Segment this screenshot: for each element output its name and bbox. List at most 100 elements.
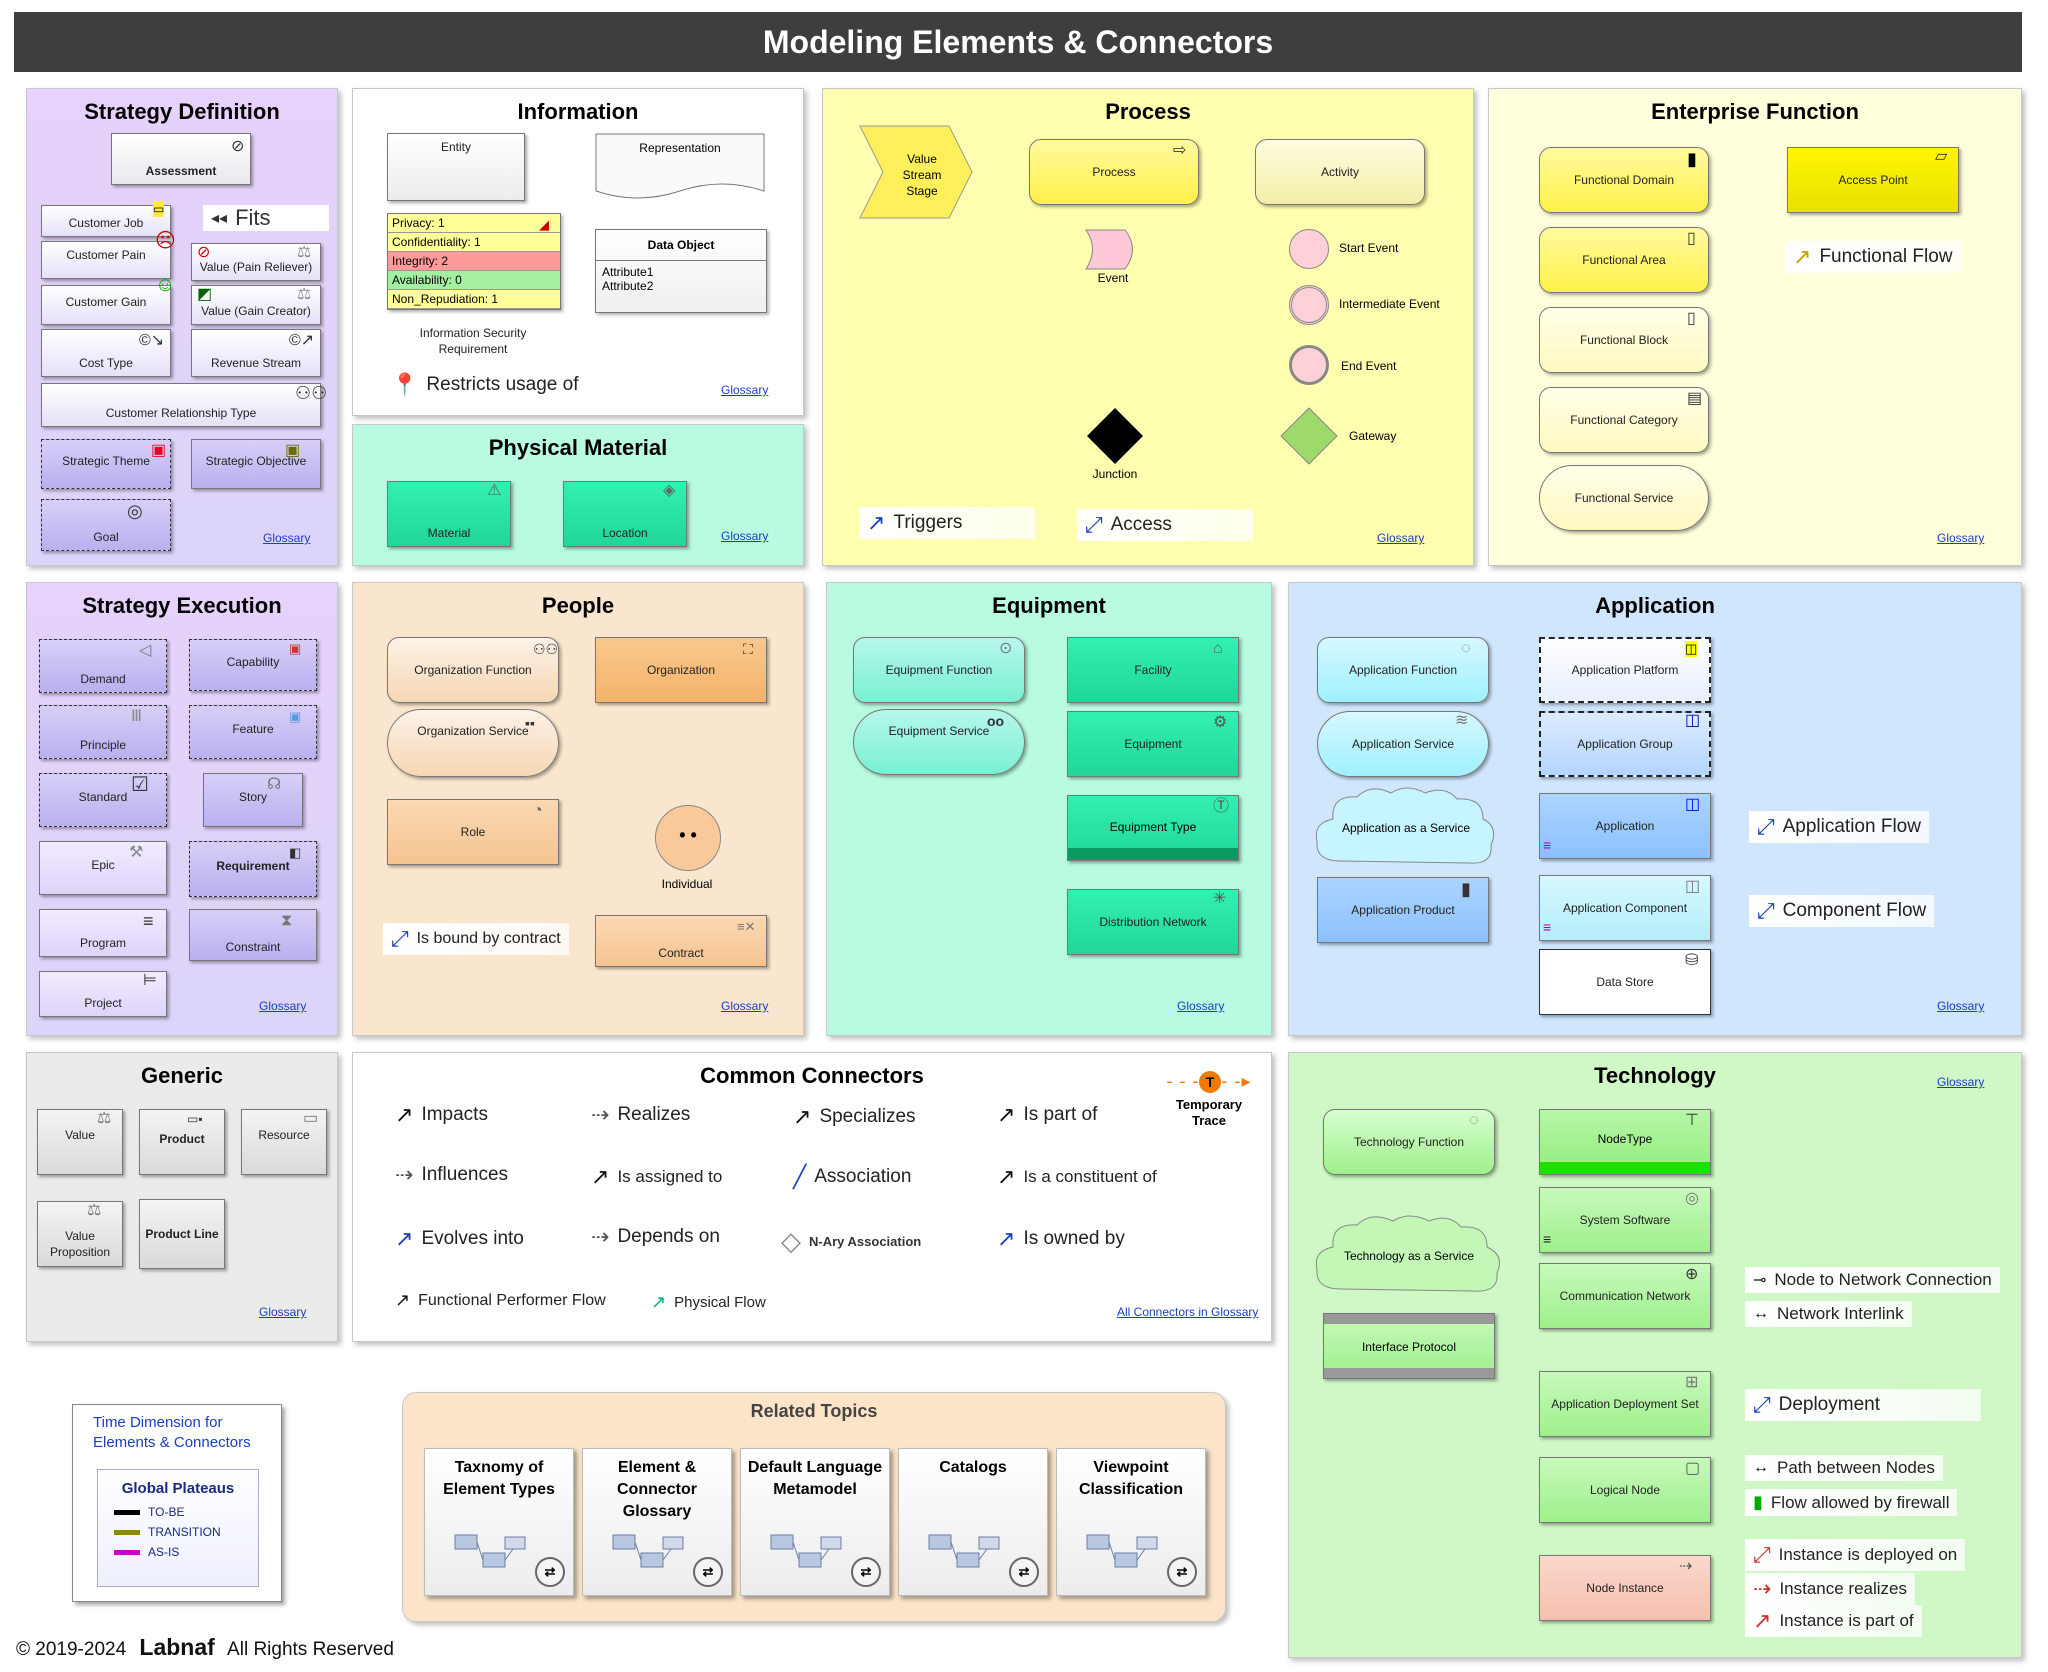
physical-flow-connector[interactable]: ↗Physical Flow [643, 1289, 774, 1316]
network-interlink-connector[interactable]: ↔Network Interlink [1745, 1301, 1912, 1327]
element-technology-function[interactable]: Technology Function [1323, 1109, 1495, 1175]
element-demand[interactable]: Demand [39, 639, 167, 693]
is-owned-by-connector[interactable]: ↗Is owned by [989, 1223, 1175, 1255]
element-application-service[interactable]: Application Service [1317, 711, 1489, 777]
application-flow-connector[interactable]: ⤢Application Flow [1749, 811, 1929, 843]
element-application-product[interactable]: Application Product [1317, 877, 1489, 943]
element-gateway[interactable]: Gateway [1279, 407, 1429, 467]
is-part-of-connector[interactable]: ↗Is part of [989, 1099, 1155, 1131]
element-application-component[interactable]: Application Component [1539, 875, 1711, 941]
element-principle[interactable]: Principle [39, 705, 167, 759]
deployment-connector[interactable]: ⤢Deployment [1745, 1389, 1981, 1421]
element-representation[interactable]: Representation [595, 133, 765, 203]
element-product-line[interactable]: Product Line [139, 1199, 225, 1269]
element-organization-service[interactable]: Organization Service [387, 709, 559, 777]
path-between-nodes-connector[interactable]: ↔Path between Nodes [1745, 1455, 1943, 1481]
element-value-stream-stage[interactable]: Value Stream Stage [859, 125, 973, 219]
glossary-link[interactable]: Glossary [263, 531, 311, 545]
element-equipment-service[interactable]: Equipment Service [853, 709, 1025, 775]
element-role[interactable]: Role [387, 799, 559, 865]
element-start-event[interactable]: Start Event [1289, 229, 1449, 269]
element-revenue-stream[interactable]: Revenue Stream [191, 329, 321, 377]
element-value[interactable]: Value [37, 1109, 123, 1175]
functional-performer-flow-connector[interactable]: ↗Functional Performer Flow [387, 1287, 614, 1314]
temporary-trace-connector[interactable]: - - -T- -▸ Temporary Trace [1159, 1071, 1259, 1145]
element-application-group[interactable]: Application Group [1539, 711, 1711, 777]
hyperlink-icon[interactable]: ⇄ [1167, 1557, 1197, 1587]
element-activity[interactable]: Activity [1255, 139, 1425, 205]
glossary-link[interactable]: Glossary [1177, 999, 1225, 1013]
element-constraint[interactable]: Constraint [189, 909, 317, 961]
element-value-gain-creator[interactable]: Value (Gain Creator) [191, 285, 321, 325]
bound-by-contract-connector[interactable]: ⤢Is bound by contract [383, 923, 569, 955]
element-logical-node[interactable]: Logical Node [1539, 1457, 1711, 1523]
element-standard[interactable]: Standard [39, 773, 167, 827]
element-location[interactable]: Location [563, 481, 687, 547]
element-customer-gain[interactable]: Customer Gain [41, 285, 171, 325]
element-junction[interactable]: Junction [1085, 407, 1145, 483]
triggers-connector[interactable]: ↗Triggers [859, 507, 1035, 539]
constituent-connector[interactable]: ↗Is a constituent of [989, 1161, 1195, 1193]
element-feature[interactable]: Feature [189, 705, 317, 759]
time-dimension-box[interactable]: Time Dimension for Elements & Connectors… [72, 1404, 282, 1602]
element-intermediate-event[interactable]: Intermediate Event [1289, 285, 1469, 325]
element-goal[interactable]: Goal [41, 499, 171, 551]
element-organization-function[interactable]: Organization Function [387, 637, 559, 703]
element-functional-area[interactable]: Functional Area [1539, 227, 1709, 293]
element-epic[interactable]: Epic [39, 841, 167, 895]
element-data-object[interactable]: Data Object Attribute1 Attribute2 [595, 229, 767, 313]
fits-connector[interactable]: ◂◂Fits [203, 205, 329, 231]
element-functional-block[interactable]: Functional Block [1539, 307, 1709, 373]
element-interface-protocol[interactable]: Interface Protocol [1323, 1313, 1495, 1379]
element-equipment-type[interactable]: Equipment Type [1067, 795, 1239, 861]
specializes-connector[interactable]: ↗Specializes [785, 1101, 971, 1133]
related-topic-card[interactable]: Catalogs⇄ [898, 1448, 1048, 1596]
element-equipment[interactable]: Equipment [1067, 711, 1239, 777]
glossary-link[interactable]: Glossary [259, 999, 307, 1013]
element-data-store[interactable]: Data Store [1539, 949, 1711, 1015]
hyperlink-icon[interactable]: ⇄ [693, 1557, 723, 1587]
glossary-link[interactable]: Glossary [721, 529, 769, 543]
element-requirement[interactable]: Requirement [189, 841, 317, 897]
glossary-link[interactable]: Glossary [259, 1305, 307, 1319]
element-end-event[interactable]: End Event [1289, 345, 1449, 385]
element-contract[interactable]: Contract [595, 915, 767, 967]
element-project[interactable]: Project [39, 971, 167, 1017]
element-application-deployment-set[interactable]: Application Deployment Set [1539, 1371, 1711, 1437]
element-functional-domain[interactable]: Functional Domain [1539, 147, 1709, 213]
glossary-link[interactable]: Glossary [1937, 999, 1985, 1013]
element-individual[interactable]: • • Individual [647, 805, 727, 901]
related-topic-card[interactable]: Viewpoint Classification⇄ [1056, 1448, 1206, 1596]
element-event[interactable]: Event [1085, 229, 1141, 285]
related-topic-card[interactable]: Default Language Metamodel⇄ [740, 1448, 890, 1596]
element-customer-relationship-type[interactable]: Customer Relationship Type [41, 383, 321, 427]
element-node-instance[interactable]: Node Instance [1539, 1555, 1711, 1621]
element-application[interactable]: Application [1539, 793, 1711, 859]
functional-flow-connector[interactable]: ↗Functional Flow [1785, 241, 1961, 273]
restricts-connector[interactable]: 📍Restricts usage of [383, 369, 587, 401]
element-value-pain-reliever[interactable]: Value (Pain Reliever) [191, 243, 321, 281]
element-customer-job[interactable]: Customer Job [41, 205, 171, 237]
element-technology-as-a-service[interactable]: Technology as a Service [1311, 1211, 1507, 1301]
node-to-network-connector[interactable]: ⊸Node to Network Connection [1745, 1267, 2000, 1293]
glossary-link[interactable]: Glossary [721, 999, 769, 1013]
element-cost-type[interactable]: Cost Type [41, 329, 171, 377]
evolves-into-connector[interactable]: ↗Evolves into [387, 1223, 573, 1255]
related-topic-card[interactable]: Element & Connector Glossary⇄ [582, 1448, 732, 1596]
instance-part-of-connector[interactable]: ↗Instance is part of [1745, 1605, 1922, 1637]
element-process[interactable]: Process [1029, 139, 1199, 205]
element-material[interactable]: Material [387, 481, 511, 547]
realizes-connector[interactable]: ⇢Realizes [583, 1099, 759, 1131]
element-application-as-a-service[interactable]: Application as a Service [1311, 783, 1501, 873]
element-strategic-objective[interactable]: Strategic Objective [191, 439, 321, 489]
element-value-proposition[interactable]: Value Proposition [37, 1201, 123, 1267]
nary-association-connector[interactable]: ◇N-Ary Association [773, 1223, 979, 1260]
element-equipment-function[interactable]: Equipment Function [853, 637, 1025, 703]
element-facility[interactable]: Facility [1067, 637, 1239, 703]
element-access-point[interactable]: Access Point [1787, 147, 1959, 213]
hyperlink-icon[interactable]: ⇄ [1009, 1557, 1039, 1587]
element-application-platform[interactable]: Application Platform [1539, 637, 1711, 703]
element-entity[interactable]: Entity [387, 133, 525, 201]
instance-deployed-connector[interactable]: ⤢Instance is deployed on [1745, 1539, 1966, 1571]
glossary-link[interactable]: Glossary [721, 383, 769, 397]
